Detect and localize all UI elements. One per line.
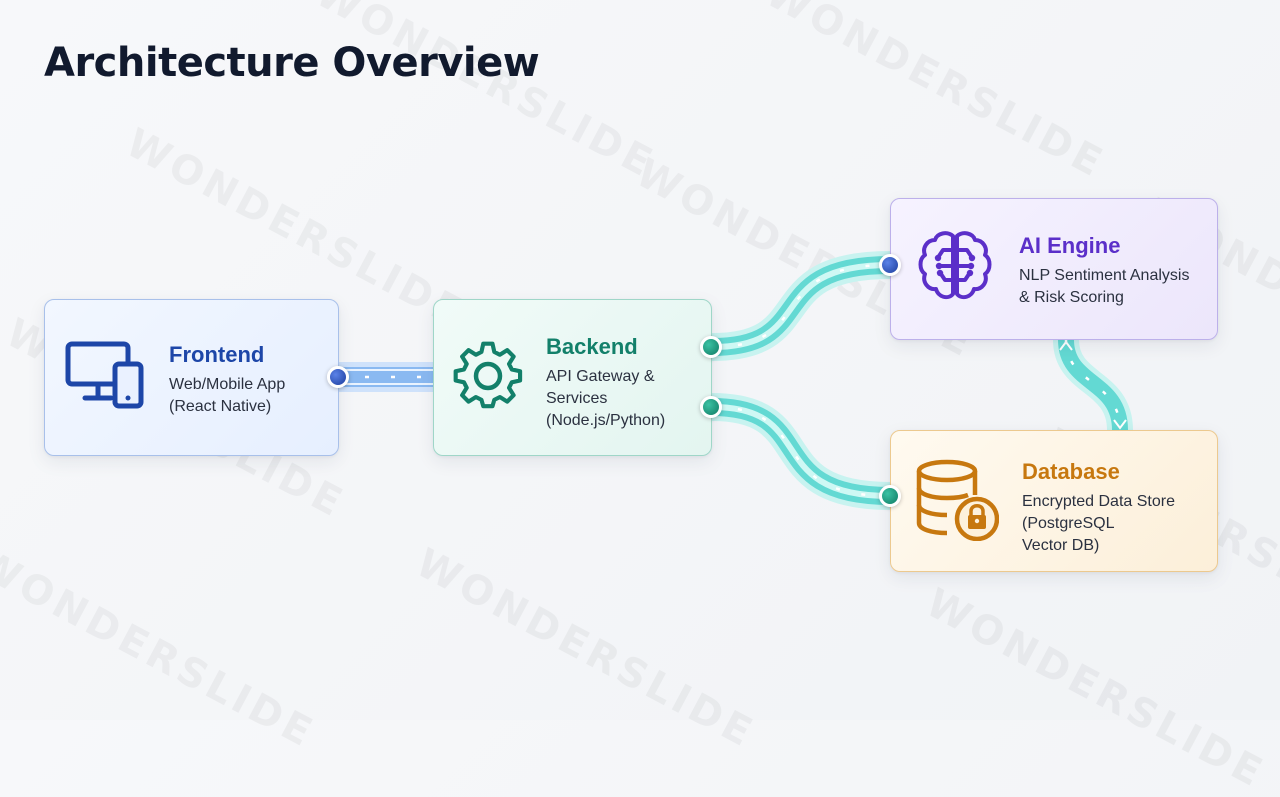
- backend-card: Backend API Gateway & Services (Node.js/…: [433, 299, 712, 456]
- frontend-description-line: Web/Mobile App: [169, 376, 286, 393]
- database-title: Database: [1022, 459, 1120, 484]
- frontend-title: Frontend: [169, 342, 265, 367]
- connector-ai-database: [1053, 338, 1133, 431]
- backend-description-line: (Node.js/Python): [546, 412, 666, 429]
- connector-backend-database: [711, 393, 891, 510]
- database-description-line: Vector DB): [1022, 537, 1100, 554]
- database-lock-icon: [915, 459, 999, 541]
- backend-port-dot-db: [700, 396, 722, 418]
- database-description: Encrypted Data Store (PostgreSQL Vector …: [1022, 491, 1175, 557]
- backend-description-line: API Gateway &: [546, 368, 655, 385]
- ai-engine-description: NLP Sentiment Analysis & Risk Scoring: [1019, 265, 1189, 309]
- database-description-line: Encrypted Data Store: [1022, 493, 1175, 510]
- backend-title: Backend: [546, 334, 638, 359]
- desktop-mobile-icon: [65, 340, 145, 410]
- database-description-line: (PostgreSQL: [1022, 515, 1115, 532]
- ai-engine-port-dot: [879, 254, 901, 276]
- backend-port-dot-ai: [700, 336, 722, 358]
- connector-backend-ai: [711, 251, 891, 361]
- frontend-card: Frontend Web/Mobile App (React Native): [44, 299, 339, 456]
- frontend-description-line: (React Native): [169, 398, 272, 415]
- gear-icon: [452, 340, 524, 412]
- brain-circuit-icon: [917, 228, 993, 304]
- backend-description: API Gateway & Services (Node.js/Python): [546, 366, 665, 432]
- ai-engine-card: AI Engine NLP Sentiment Analysis & Risk …: [890, 198, 1218, 340]
- backend-description-line: Services: [546, 390, 608, 407]
- frontend-port-dot: [327, 366, 349, 388]
- slide-title: Architecture Overview: [44, 40, 540, 86]
- connector-frontend-backend: [339, 362, 433, 392]
- connector-layer: [339, 251, 1133, 510]
- database-port-dot: [879, 485, 901, 507]
- ai-engine-title: AI Engine: [1019, 233, 1121, 258]
- ai-engine-description-line: NLP Sentiment Analysis: [1019, 267, 1190, 284]
- database-card: Database Encrypted Data Store (PostgreSQ…: [890, 430, 1218, 572]
- ai-engine-description-line: & Risk Scoring: [1019, 289, 1124, 306]
- frontend-description: Web/Mobile App (React Native): [169, 374, 285, 418]
